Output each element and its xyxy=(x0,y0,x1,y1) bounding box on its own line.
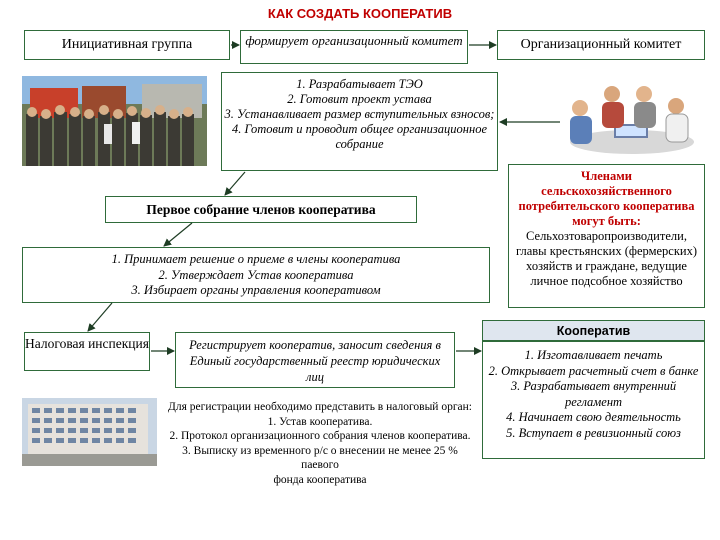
registration-doc-3: 3. Выписку из временного р/с о внесении … xyxy=(182,444,458,472)
registration-doc-2: 2. Протокол организационного собрания чл… xyxy=(169,430,471,442)
farmers-group-photo xyxy=(22,76,207,166)
committee-task-1: 1. Разрабатывает ТЭО xyxy=(296,77,423,91)
meeting-decisions-box: 1. Принимает решение о приеме в члены ко… xyxy=(22,247,490,303)
forms-committee-label: формирует организационный комитет xyxy=(245,33,463,48)
tax-office-label: Налоговая инспекция xyxy=(25,336,149,351)
registration-doc-1: 1. Устав кооператива. xyxy=(267,415,373,428)
cooperative-header-label: Кооператив xyxy=(556,324,631,338)
tax-building-image xyxy=(22,398,157,466)
registration-docs: Для регистрации необходимо представить в… xyxy=(168,400,472,487)
tax-building-photo xyxy=(22,398,157,466)
tax-office-box: Налоговая инспекция xyxy=(24,332,150,371)
meeting-clipart xyxy=(560,80,705,160)
org-committee-box: Организационный комитет xyxy=(497,30,705,60)
committee-task-4: 4. Готовит и проводит общее организацион… xyxy=(231,122,487,151)
meeting-decision-2: 2. Утверждает Устав кооператива xyxy=(158,267,354,282)
registers-label: Регистрирует кооператив, заносит сведени… xyxy=(189,338,441,384)
members-note-box: Членами сельскохозяйственного потребител… xyxy=(508,164,705,308)
down-left-arrow xyxy=(163,222,193,247)
down-left-arrow xyxy=(87,302,113,332)
registers-box: Регистрирует кооператив, заносит сведени… xyxy=(175,332,455,388)
cooperative-tasks-box: 1. Изготавливает печать 2. Открывает рас… xyxy=(482,341,705,459)
registration-docs-intro: Для регистрации необходимо представить в… xyxy=(168,401,472,413)
cooperative-task-1: 1. Изготавливает печать xyxy=(524,348,663,362)
org-committee-label: Организационный комитет xyxy=(520,37,682,52)
registration-doc-3-cont: фонда кооператива xyxy=(273,473,367,486)
committee-task-3: 3. Устанавливает размер вступительных вз… xyxy=(224,107,495,121)
first-meeting-label: Первое собрание членов кооператива xyxy=(146,202,376,217)
cooperative-task-4: 4. Начинает свою деятельность xyxy=(506,410,681,424)
page-title: КАК СОЗДАТЬ КООПЕРАТИВ xyxy=(267,6,453,21)
meeting-clipart-image xyxy=(570,86,694,154)
forms-committee-box: формирует организационный комитет xyxy=(240,30,468,64)
initiative-group-box: Инициативная группа xyxy=(24,30,230,60)
committee-tasks-box: 1. Разрабатывает ТЭО 2. Готовит проект у… xyxy=(221,72,498,171)
farmers-group-image xyxy=(22,76,207,166)
first-meeting-box: Первое собрание членов кооператива xyxy=(105,196,417,223)
cooperative-task-2: 2. Открывает расчетный счет в банке xyxy=(488,363,699,378)
cooperative-task-5: 5. Вступает в ревизионный союз xyxy=(506,425,681,440)
cooperative-task-3: 3. Разрабатывает внутренний регламент xyxy=(510,379,677,409)
committee-task-2: 2. Готовит проект устава xyxy=(287,92,432,106)
members-note-heading: Членами сельскохозяйственного потребител… xyxy=(518,169,695,228)
cooperative-header: Кооператив xyxy=(482,320,705,341)
meeting-decision-3: 3. Избирает органы управления кооператив… xyxy=(131,283,381,297)
down-left-arrow xyxy=(224,171,246,196)
meeting-decision-1: 1. Принимает решение о приеме в члены ко… xyxy=(111,252,401,266)
initiative-group-label: Инициативная группа xyxy=(61,37,193,52)
members-note-body: Сельхозтоваропроизводители, главы кресть… xyxy=(515,229,698,288)
